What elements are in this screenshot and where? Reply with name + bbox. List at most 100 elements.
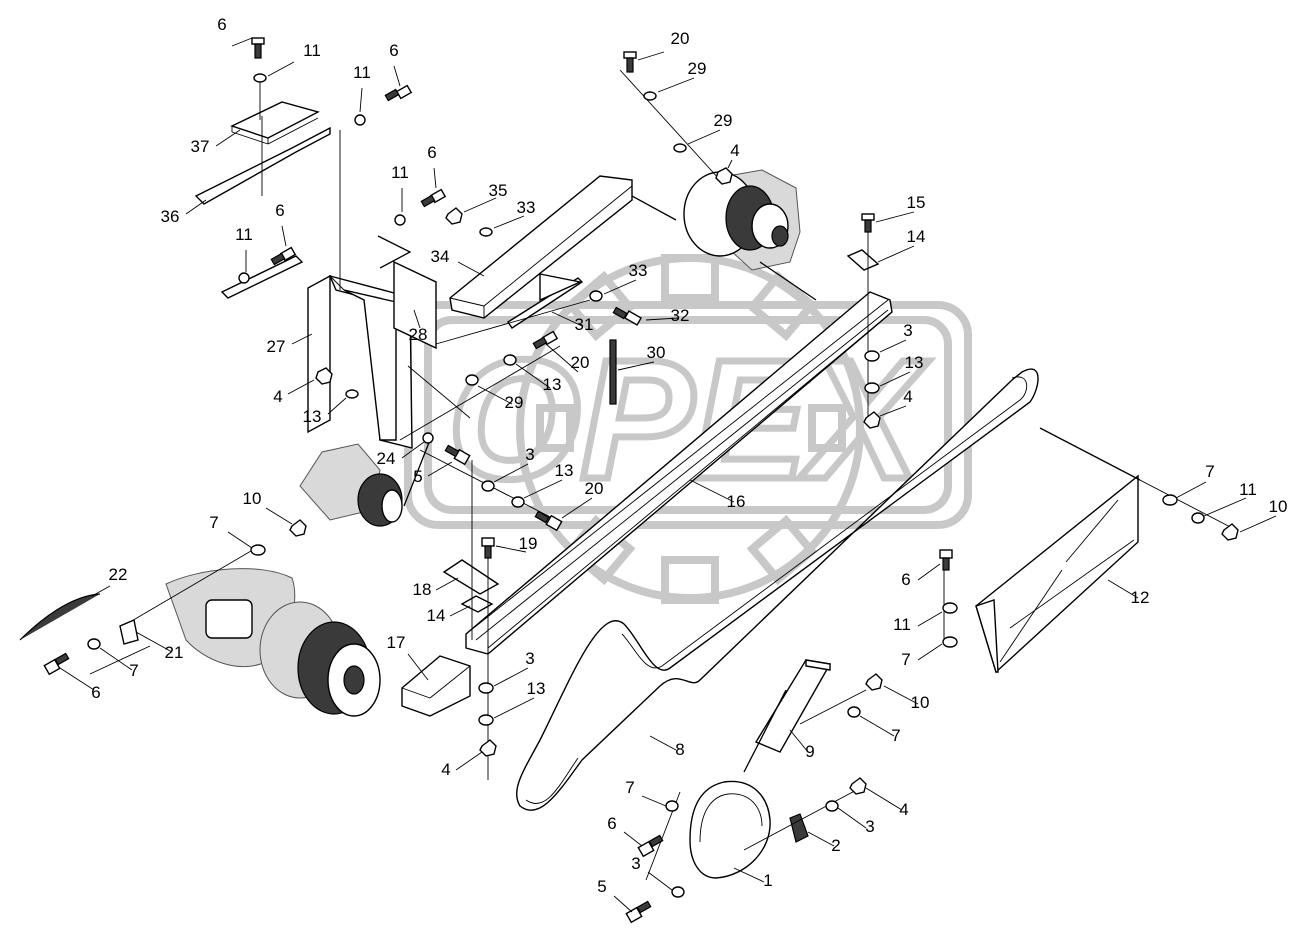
drive-belt bbox=[515, 368, 1039, 811]
callout-c10b: 10 bbox=[1269, 497, 1288, 516]
bottom-gearbox bbox=[19, 568, 381, 717]
callout-c15: 15 bbox=[907, 193, 926, 212]
callout-c30: 30 bbox=[647, 343, 666, 362]
callout-c3b: 3 bbox=[525, 445, 534, 464]
callout-c11c: 11 bbox=[391, 163, 409, 182]
threaded-rod bbox=[609, 339, 617, 405]
callout-c11a: 11 bbox=[303, 41, 321, 60]
callout-c7b: 7 bbox=[129, 661, 138, 680]
callout-c20c: 20 bbox=[585, 479, 604, 498]
bracket-18 bbox=[442, 559, 500, 595]
bolt-icon bbox=[625, 900, 652, 924]
bolt-icon bbox=[251, 37, 265, 59]
bolt-icon bbox=[861, 213, 875, 233]
callout-c12: 12 bbox=[1131, 588, 1150, 607]
gearbox-motor bbox=[683, 169, 817, 301]
callout-c6e: 6 bbox=[91, 683, 100, 702]
washer-icon bbox=[87, 73, 1205, 898]
callout-c20b: 20 bbox=[571, 353, 590, 372]
callout-c17: 17 bbox=[387, 633, 406, 652]
bolt-icon bbox=[444, 444, 471, 466]
callout-c31: 31 bbox=[575, 315, 594, 334]
callout-c36: 36 bbox=[161, 207, 180, 226]
pulley-cover bbox=[689, 689, 787, 879]
bracket-assembly-left bbox=[194, 101, 437, 449]
callout-c11f: 11 bbox=[893, 615, 911, 634]
callout-c3d: 3 bbox=[631, 854, 640, 873]
callout-c6a: 6 bbox=[217, 15, 226, 34]
callout-c37: 37 bbox=[191, 137, 210, 156]
bolt-icon bbox=[532, 330, 559, 350]
callout-c14a: 14 bbox=[907, 227, 926, 246]
callout-c33a: 33 bbox=[517, 198, 536, 217]
callout-c10a: 10 bbox=[243, 489, 262, 508]
callout-c7f: 7 bbox=[625, 778, 634, 797]
callout-c22: 22 bbox=[109, 565, 128, 584]
small-clip bbox=[789, 813, 809, 843]
callout-c10c: 10 bbox=[911, 693, 930, 712]
bolt-icon bbox=[481, 537, 495, 559]
callout-c16: 16 bbox=[727, 492, 746, 511]
callout-c4e: 4 bbox=[899, 800, 908, 819]
callout-c11e: 11 bbox=[1239, 480, 1257, 499]
callout-c27: 27 bbox=[267, 337, 286, 356]
callout-c6f: 6 bbox=[901, 570, 910, 589]
callout-c6g: 6 bbox=[607, 814, 616, 833]
callout-c19: 19 bbox=[519, 534, 538, 553]
bracket-14-upper bbox=[846, 249, 880, 271]
callout-c5b: 5 bbox=[597, 877, 606, 896]
callout-c29a: 29 bbox=[688, 59, 707, 78]
bolt-icon bbox=[939, 549, 953, 571]
callout-c5a: 5 bbox=[413, 467, 422, 486]
callout-c11d: 11 bbox=[235, 225, 253, 244]
callout-c7e: 7 bbox=[891, 726, 900, 745]
callout-c3c: 3 bbox=[525, 649, 534, 668]
watermark-text: OPEX bbox=[448, 325, 929, 515]
callout-c11b: 11 bbox=[353, 63, 371, 82]
callout-c29c: 29 bbox=[505, 393, 524, 412]
callout-c4a: 4 bbox=[730, 141, 739, 160]
callout-c4b: 4 bbox=[903, 387, 912, 406]
callout-c33b: 33 bbox=[629, 261, 648, 280]
bolt-icon bbox=[43, 652, 70, 676]
bracket-14-lower bbox=[460, 595, 494, 613]
callout-c13d: 13 bbox=[555, 461, 574, 480]
nut-icon bbox=[289, 167, 1239, 795]
callout-c14b: 14 bbox=[427, 606, 446, 625]
callout-c6c: 6 bbox=[427, 143, 436, 162]
callout-c7c: 7 bbox=[1205, 462, 1214, 481]
callout-c13e: 13 bbox=[527, 679, 546, 698]
bolt-icon bbox=[270, 246, 297, 266]
callout-c13b: 13 bbox=[303, 407, 322, 426]
bolt-icon bbox=[384, 84, 413, 102]
right-cover-plate bbox=[975, 427, 1141, 674]
callout-c29b: 29 bbox=[714, 111, 733, 130]
callout-c21: 21 bbox=[165, 643, 184, 662]
leader-lines bbox=[59, 37, 1277, 913]
callout-c32: 32 bbox=[671, 306, 690, 325]
callout-c7a: 7 bbox=[209, 513, 218, 532]
callout-c34: 34 bbox=[431, 247, 450, 266]
callout-c24: 24 bbox=[377, 449, 396, 468]
bolt-icon bbox=[534, 510, 563, 532]
bolt-icon bbox=[637, 834, 664, 858]
callout-c8: 8 bbox=[675, 740, 684, 759]
callout-c9: 9 bbox=[805, 742, 814, 761]
callout-c2: 2 bbox=[831, 836, 840, 855]
bolt-icon bbox=[612, 306, 643, 326]
hardware bbox=[43, 37, 1239, 924]
callout-c7d: 7 bbox=[901, 650, 910, 669]
left-drive-roller bbox=[299, 439, 431, 527]
callout-c13c: 13 bbox=[543, 375, 562, 394]
callout-c35: 35 bbox=[489, 181, 508, 200]
callout-c1: 1 bbox=[763, 871, 772, 890]
callout-c6b: 6 bbox=[389, 41, 398, 60]
callout-c28: 28 bbox=[409, 325, 428, 344]
callout-c3a: 3 bbox=[903, 321, 912, 340]
upper-beam bbox=[449, 175, 677, 329]
callout-c4d: 4 bbox=[441, 760, 450, 779]
bolt-icon bbox=[623, 51, 637, 73]
lower-bracket-17 bbox=[401, 655, 471, 717]
